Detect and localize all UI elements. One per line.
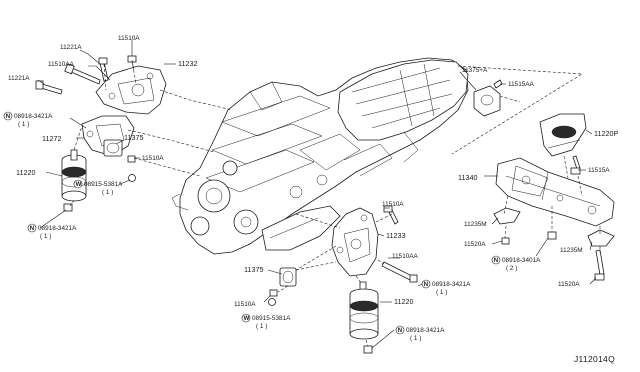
nut-11510A-mid <box>127 155 136 163</box>
n-marker-3 <box>491 255 501 265</box>
bracket-11232 <box>95 65 167 115</box>
label-11510A-mid: 11510A <box>142 155 164 162</box>
label-11510A-low: 11510A <box>234 301 256 308</box>
engine-mount-11220-left <box>61 149 87 202</box>
label-11510AA-3: 11510AA <box>392 253 419 260</box>
diagram-code: J112014Q <box>574 354 615 364</box>
w-marker-2-text: W <box>244 316 250 322</box>
n-marker-5 <box>395 325 405 335</box>
label-08918-2-qty: ( 1 ) <box>40 233 51 240</box>
nut-11510A-low <box>269 289 278 297</box>
label-11515A: 11515A <box>588 167 610 174</box>
w-marker-2 <box>241 313 251 323</box>
label-08915-2-qty: ( 1 ) <box>256 323 267 330</box>
stopper-11235M-left <box>493 207 521 225</box>
label-11233: 11233 <box>386 231 405 240</box>
leader-lines <box>37 40 597 349</box>
n-marker-4-text: N <box>424 282 428 288</box>
label-11375-top: 11375 <box>124 133 143 142</box>
label-08918-3-qty: ( 1 ) <box>436 289 447 296</box>
crossmember-11340 <box>495 157 615 227</box>
mount-11220P <box>539 113 587 157</box>
nut-11520A-left <box>501 237 510 245</box>
label-11235M-1: 11235M <box>464 221 487 228</box>
bolt-11221A-left <box>35 80 63 95</box>
label-11375plusA: 11375+A <box>462 67 488 74</box>
label-11232: 11232 <box>178 59 197 68</box>
nut-08918-3401A <box>547 231 557 240</box>
bolt-11515A <box>570 155 581 175</box>
bolt-11520A-right <box>594 249 605 281</box>
label-11375-low: 11375 <box>244 265 263 274</box>
label-11272: 11272 <box>42 134 61 143</box>
callout-labels: 11221A 11510A 11510AA 11232 11221A N 089… <box>3 35 618 342</box>
w-marker-1 <box>73 179 83 189</box>
engine-transmission-assembly <box>171 57 469 255</box>
label-11220-low: 11220 <box>394 297 413 306</box>
label-11235M-2: 11235M <box>560 247 583 254</box>
n-marker-2 <box>27 223 37 233</box>
label-08918-1: 08918-3421A <box>14 113 53 120</box>
label-08918-3401A-qty: ( 2 ) <box>506 265 517 272</box>
insulator-11375plusA <box>473 85 501 117</box>
bolt-11221A-top <box>64 63 101 85</box>
washer-08915-low <box>268 298 276 306</box>
w-marker-1-text: W <box>76 182 82 188</box>
label-11220P: 11220P <box>594 129 618 138</box>
label-08918-4: 08918-3421A <box>406 327 445 334</box>
label-11520A-2: 11520A <box>558 281 580 288</box>
n-marker-1 <box>3 111 13 121</box>
bolt-11510AA-low <box>381 261 418 283</box>
n-marker-3-text: N <box>494 258 498 264</box>
label-11221A-top: 11221A <box>60 44 82 51</box>
insulator-11375-top <box>103 139 123 157</box>
label-08915-1-qty: ( 1 ) <box>102 189 113 196</box>
label-11510AA-1: 11510AA <box>48 61 75 68</box>
washer-08915-top <box>128 174 136 182</box>
label-08915-2: 08915-5381A <box>252 315 291 322</box>
label-08915-1: 08915-5381A <box>84 181 123 188</box>
label-11515AA: 11515AA <box>508 81 535 88</box>
label-11510A-right: 11510A <box>382 201 404 208</box>
n-marker-5-text: N <box>398 328 402 334</box>
bracket-11233 <box>331 207 379 277</box>
n-marker-2-text: N <box>30 226 34 232</box>
label-08918-4-qty: ( 1 ) <box>410 335 421 342</box>
engine-mount-11220-low <box>349 281 379 340</box>
label-11520A-1: 11520A <box>464 241 486 248</box>
label-08918-1-qty: ( 1 ) <box>18 121 29 128</box>
label-11220-left: 11220 <box>16 168 35 177</box>
label-11340: 11340 <box>458 173 477 182</box>
assembly-lines <box>69 59 601 347</box>
label-08918-3401A: 08918-3401A <box>502 257 541 264</box>
label-11510A-top: 11510A <box>118 35 140 42</box>
label-11221A-left: 11221A <box>8 75 30 82</box>
nut-08918-left <box>63 203 73 212</box>
label-08918-2: 08918-3421A <box>38 225 77 232</box>
bolt-11510A-top <box>98 57 109 82</box>
n-marker-1-text: N <box>6 114 10 120</box>
n-marker-4 <box>421 279 431 289</box>
bolt-11510A-right <box>383 205 399 225</box>
insulator-11375-low <box>279 267 297 287</box>
nut-08918-low <box>363 345 373 354</box>
label-08918-3: 08918-3421A <box>432 281 471 288</box>
